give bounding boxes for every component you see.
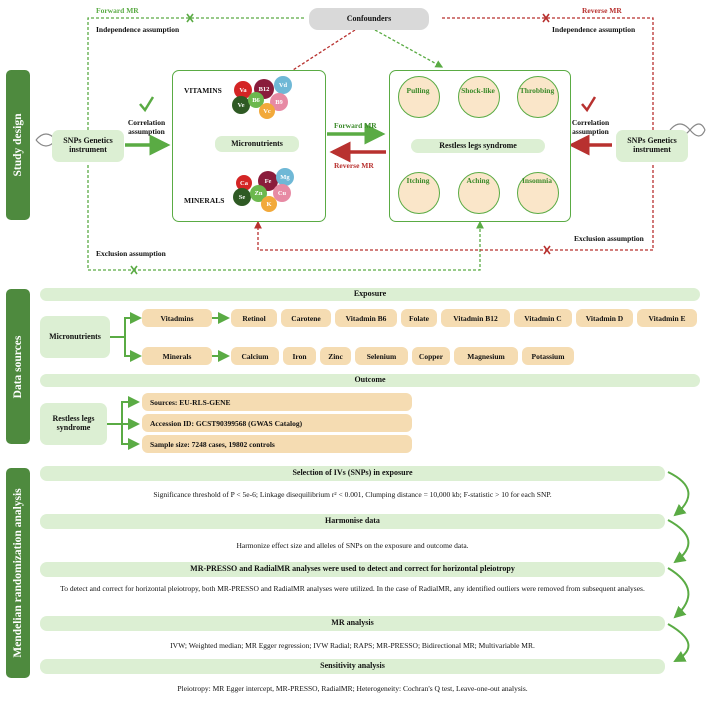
step-title: Sensitivity analysis (40, 659, 665, 674)
mineral-ball: K (261, 196, 277, 212)
confounders-box: Confounders (309, 8, 429, 30)
mineral-ball: Se (233, 188, 251, 206)
exclusion-left-label: Exclusion assumption (96, 249, 166, 258)
symptom-circle-itching (398, 172, 440, 214)
vitamin-ball: Vd (274, 76, 292, 94)
rls-pill: Restless legs syndrome (411, 139, 545, 153)
outcome-header: Outcome (40, 374, 700, 387)
vitamin-item: Folate (401, 309, 437, 327)
step-text: Significance threshold of P < 5e-6; Link… (153, 490, 552, 499)
vitamin-item: Vitadmin D (576, 309, 633, 327)
minerals-label: MINERALS (184, 196, 225, 205)
rls-category: Restless legs syndrome (40, 403, 107, 445)
vitamin-ball: B9 (270, 93, 288, 111)
correlation-right-label: Correlation assumption (571, 118, 610, 136)
vitamin-item: Vitadmin B6 (335, 309, 397, 327)
mineral-ball: Cu (273, 184, 291, 202)
exposure-header: Exposure (40, 288, 700, 301)
symptom-label: Aching (466, 176, 490, 185)
vitamin-ball: Va (234, 81, 252, 99)
independence-right-label: Independence assumption (552, 25, 636, 34)
mineral-item: Magnesium (454, 347, 518, 365)
vitamin-ball: Ve (232, 96, 250, 114)
forward-mr-mid-label: Forward MR (334, 121, 377, 130)
step-text: IVW; Weighted median; MR Egger regressio… (170, 641, 535, 650)
vitamins-label: VITAMINS (184, 86, 222, 95)
symptom-circle-shock-like (458, 76, 500, 118)
outcome-source: Sources: EU-RLS-GENE (142, 393, 412, 411)
reverse-mr-mid-label: Reverse MR (334, 161, 374, 170)
vitamin-item: Carotene (281, 309, 331, 327)
symptom-label: Shock-like (461, 86, 495, 95)
mr-analysis-side-label: Mendelian randomization analysis (6, 468, 30, 678)
mineral-item: Copper (412, 347, 450, 365)
mineral-ball: Mg (276, 168, 294, 186)
mineral-item: Zinc (320, 347, 351, 365)
vitamin-item: Vitadmin B12 (441, 309, 510, 327)
correlation-left-label: Correlation assumption (127, 118, 166, 136)
forward-mr-top-label: Forward MR (96, 6, 139, 15)
micronutrients-pill: Micronutrients (215, 136, 299, 152)
reverse-mr-top-label: Reverse MR (582, 6, 622, 15)
data-sources-side-label: Data sources (6, 289, 30, 444)
micronutrients-category: Micronutrients (40, 316, 110, 358)
step-title: MR analysis (40, 616, 665, 631)
vitamin-item: Vitadmin E (637, 309, 697, 327)
independence-left-label: Independence assumption (96, 25, 180, 34)
step-text: Harmonize effect size and alleles of SNP… (236, 541, 469, 550)
snps-left-box: SNPs Genetics instrument (52, 130, 124, 162)
mineral-item: Iron (283, 347, 316, 365)
symptom-circle-aching (458, 172, 500, 214)
step-text: Pleiotropy: MR Egger intercept, MR-PRESS… (177, 684, 528, 693)
step-title: Harmonise data (40, 514, 665, 529)
symptom-circle-throbbing (517, 76, 559, 118)
vitamin-item: Retinol (231, 309, 277, 327)
step-title: Selection of IVs (SNPs) in exposure (40, 466, 665, 481)
mineral-item: Selenium (355, 347, 408, 365)
mineral-ball: Ca (236, 175, 252, 191)
vitamin-item: Vitadmin C (514, 309, 572, 327)
minerals-header: Minerals (142, 347, 212, 365)
symptom-label: Insomnia (521, 176, 553, 185)
mineral-item: Potassium (522, 347, 574, 365)
vitamins-header: Vitadmins (142, 309, 212, 327)
outcome-accession: Accession ID: GCST90399568 (GWAS Catalog… (142, 414, 412, 432)
mineral-item: Calcium (231, 347, 279, 365)
step-title: MR-PRESSO and RadialMR analyses were use… (40, 562, 665, 577)
vitamin-ball: Vc (259, 103, 275, 119)
symptom-label: Itching (406, 176, 430, 185)
vitamin-ball: B6 (248, 92, 264, 108)
outcome-sample-size: Sample size: 7248 cases, 19802 controls (142, 435, 412, 453)
symptom-label: Pulling (406, 86, 430, 95)
study-design-side-label: Study design (6, 70, 30, 220)
snps-right-box: SNPs Genetics instrument (616, 130, 688, 162)
symptom-label: Throbbing (519, 86, 555, 95)
exclusion-right-label: Exclusion assumption (574, 234, 644, 243)
symptom-circle-pulling (398, 76, 440, 118)
step-text: To detect and correct for horizontal ple… (60, 584, 645, 593)
symptom-circle-insomnia (517, 172, 559, 214)
